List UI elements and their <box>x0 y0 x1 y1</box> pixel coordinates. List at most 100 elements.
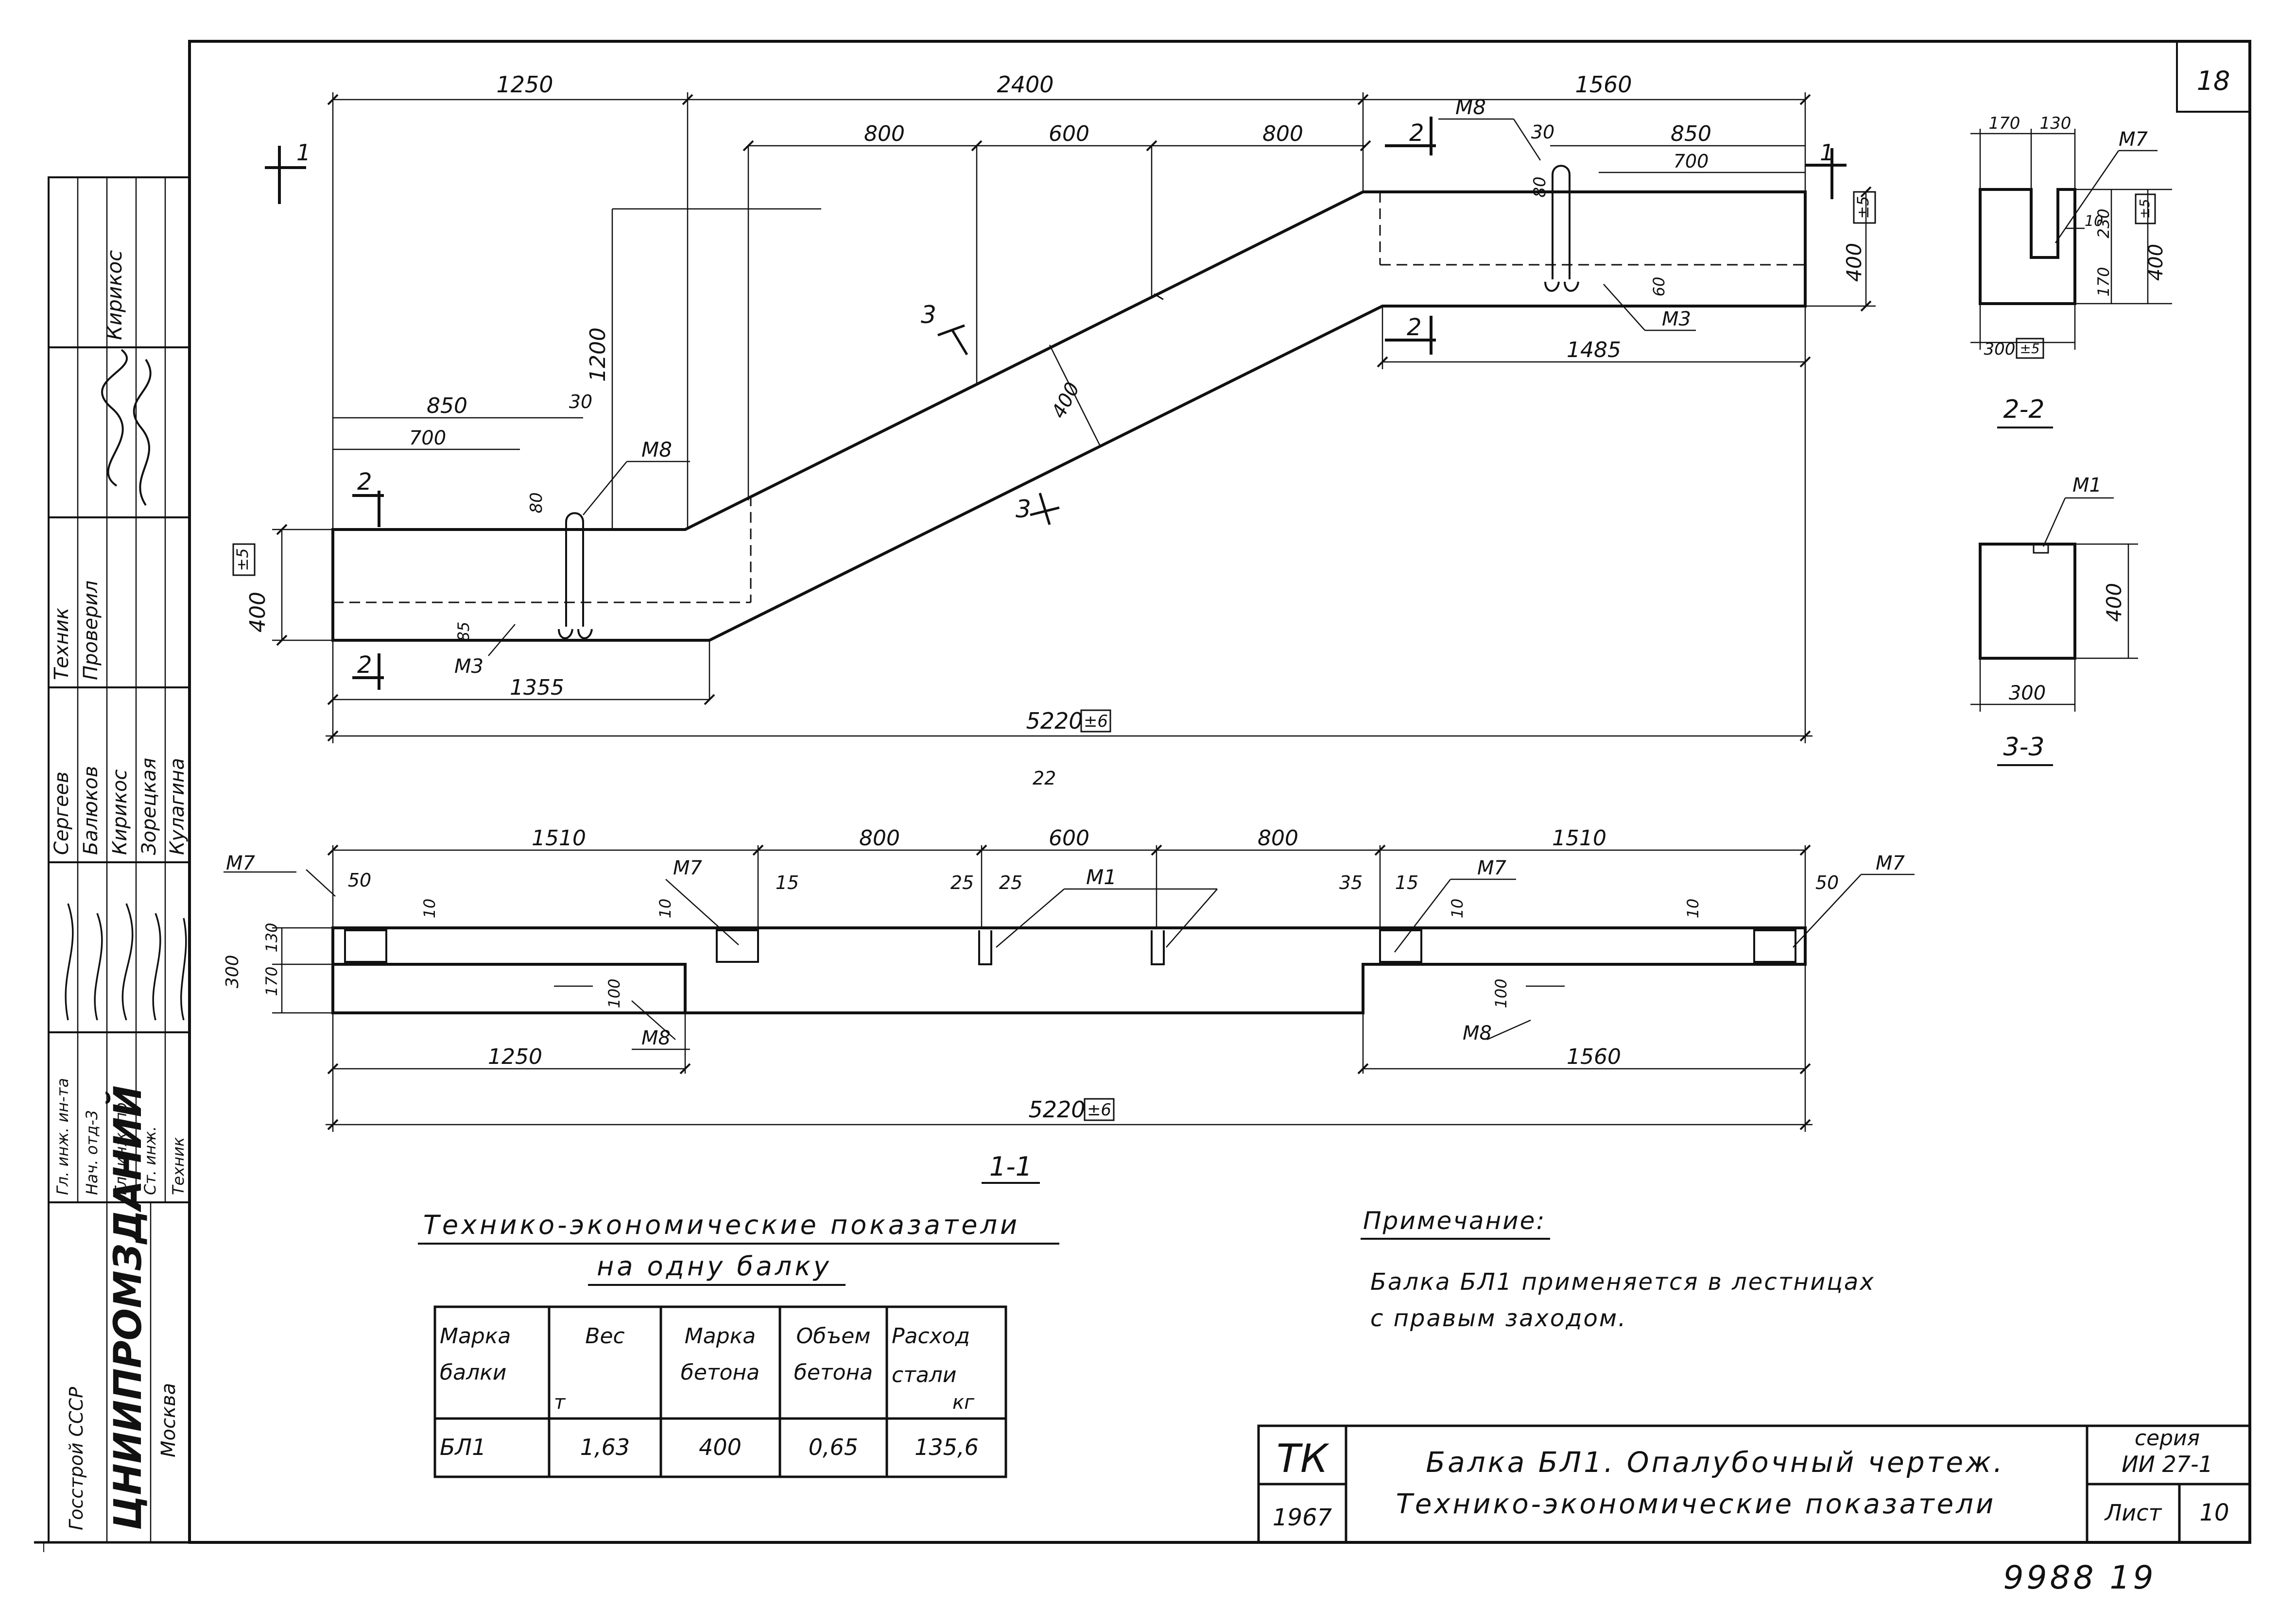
sheet-number-box: 18 <box>2176 41 2250 113</box>
section-marker-1-right <box>1805 148 1847 199</box>
p11-dim-10-a: 10 <box>420 899 439 919</box>
s22-label-m7: M7 <box>2119 128 2148 151</box>
stamp-org-city: Москва <box>157 1383 180 1457</box>
tb-series-label: серия <box>2135 1426 2200 1451</box>
p11-dim-1560: 1560 <box>1567 1044 1621 1069</box>
drawing-frame <box>34 40 2251 1552</box>
p11-label-m7-mid-right: M7 <box>1477 857 1507 879</box>
s22-tol-5a: ±5 <box>2137 199 2153 219</box>
dim-60: 60 <box>1650 277 1668 297</box>
tb-sheet-value: 10 <box>2199 1499 2229 1526</box>
archive-number: 9988 19 <box>2003 1559 2157 1596</box>
section-2-a-label: 2 <box>357 468 372 496</box>
section-marker-2-b <box>352 653 384 690</box>
p11-dim-10-b: 10 <box>656 899 674 919</box>
s33-dim-400: 400 <box>2102 583 2126 622</box>
dim-1355: 1355 <box>510 675 564 700</box>
p11-dim-10-d: 10 <box>1684 899 1702 919</box>
dim-400-incline: 400 <box>1048 379 1085 422</box>
label-m3-right: M3 <box>1662 308 1691 330</box>
section-3-3: M1 400 300 3-3 <box>1970 474 2138 766</box>
th-weight-1: Вес <box>585 1324 624 1349</box>
section-3-3-outline <box>1979 543 2076 660</box>
tb-tk: ТК <box>1277 1436 1329 1481</box>
p11-dim-25-a: 25 <box>950 872 974 893</box>
p11-dim-35: 35 <box>1339 872 1363 893</box>
dim-2400: 2400 <box>997 71 1053 98</box>
p11-label-m7-mid-left: M7 <box>673 857 703 879</box>
p11-dim-800-b: 800 <box>1258 826 1298 851</box>
stamp-signatures-lower <box>65 903 187 1021</box>
td-steel: 135,6 <box>915 1434 979 1460</box>
dim-1250: 1250 <box>496 71 553 98</box>
side-stamp: Кирикос Техник Проверил Гл. инж. ин-та Н… <box>48 176 190 1543</box>
s22-tol-5b: ±5 <box>2020 341 2039 357</box>
stray-mark: 22 <box>1033 768 1056 789</box>
p11-label-m8-left: M8 <box>641 1027 671 1049</box>
section-marker-1-left <box>265 146 306 204</box>
dim-400-left: 400 <box>245 592 270 633</box>
p11-label-m7-far-right: M7 <box>1876 852 1905 874</box>
th-volume-1: Объем <box>796 1324 870 1349</box>
dim-850-right: 850 <box>1671 121 1711 146</box>
p11-tol-6: ±6 <box>1087 1100 1111 1120</box>
s22-dim-300: 300 <box>1984 340 2016 359</box>
section-2-b-label: 2 <box>357 651 372 679</box>
plan-1-1: 1510 800 600 800 1510 50 10 10 15 25 25 … <box>223 826 1915 1184</box>
p11-dim-800-a: 800 <box>859 826 900 851</box>
p11-dim-15-b: 15 <box>1395 872 1418 893</box>
dim-30-left: 30 <box>569 391 592 412</box>
p11-dim-130: 130 <box>262 923 281 952</box>
th-concrete-2: бетона <box>681 1360 760 1385</box>
th-volume-2: бетона <box>794 1360 873 1385</box>
dim-700-right: 700 <box>1674 151 1709 172</box>
dim-5220: 5220 <box>1026 708 1083 734</box>
s22-tol-box-b <box>2016 338 2044 359</box>
sheet-number-top: 18 <box>2197 66 2230 96</box>
tol-6-total: ±6 <box>1084 712 1108 731</box>
tol-box-total <box>1080 709 1111 733</box>
td-weight: 1,63 <box>580 1434 630 1460</box>
plan-sockets <box>344 929 1796 965</box>
section-3-3-insert <box>2033 543 2049 554</box>
th-mark-2: балки <box>440 1360 506 1385</box>
p11-dim-1510-right: 1510 <box>1552 826 1606 851</box>
loop-m8-right <box>1544 165 1579 292</box>
stamp-role-2: Нач. отд-3 <box>83 1110 101 1195</box>
dim-700-left: 700 <box>409 427 446 449</box>
s33-dim-300: 300 <box>2009 682 2046 704</box>
title-block: ТК 1967 Балка БЛ1. Опалубочный чертеж. Т… <box>1257 1424 2251 1544</box>
indicators-table <box>433 1305 1007 1478</box>
th-concrete-1: Марка <box>685 1324 756 1349</box>
dim-400-right: 400 <box>1842 243 1866 282</box>
p11-dim-1250: 1250 <box>488 1044 542 1069</box>
th-mark-1: Марка <box>440 1324 511 1349</box>
stamp-org-line1: Госстрой СССР <box>66 1387 87 1530</box>
section-1-right-label: 1 <box>1820 139 1834 166</box>
tb-title-1: Балка БЛ1. Опалубочный чертеж. <box>1426 1446 2004 1479</box>
stamp-signature-b <box>133 359 152 506</box>
p11-dim-5220: 5220 <box>1028 1096 1085 1123</box>
stamp-org-name: ЦНИИПРОМЗДАНИЙ <box>105 1085 150 1530</box>
stamp-check-role-1: Техник <box>51 608 73 680</box>
s22-dim-400: 400 <box>2145 244 2167 281</box>
td-volume: 0,65 <box>809 1434 858 1460</box>
s22-dim-130: 130 <box>2040 114 2072 133</box>
loop-m8-left <box>558 512 593 639</box>
stamp-name-3: Кирикос <box>109 769 131 855</box>
dim-1560: 1560 <box>1575 71 1632 98</box>
p11-dim-1510-left: 1510 <box>532 826 586 851</box>
th-steel-2: стали <box>892 1363 957 1387</box>
th-steel-3: кг <box>952 1391 975 1414</box>
s22-dim-170: 170 <box>1989 114 2020 133</box>
indicators-title-2: на одну балку <box>597 1251 832 1282</box>
stamp-name-4: Зорецкая <box>138 758 160 855</box>
dim-80-right: 80 <box>1530 176 1550 197</box>
stamp-role-5: Техник <box>169 1137 188 1195</box>
section-2-2: 170 130 M7 10 230 170 400 ±5 300 ±5 2-2 <box>1970 114 2172 428</box>
section-3-b-label: 3 <box>1016 495 1031 523</box>
plan-outline <box>331 926 1807 1014</box>
p11-dim-10-c: 10 <box>1448 899 1467 919</box>
s33-label-m1: M1 <box>2072 474 2102 496</box>
